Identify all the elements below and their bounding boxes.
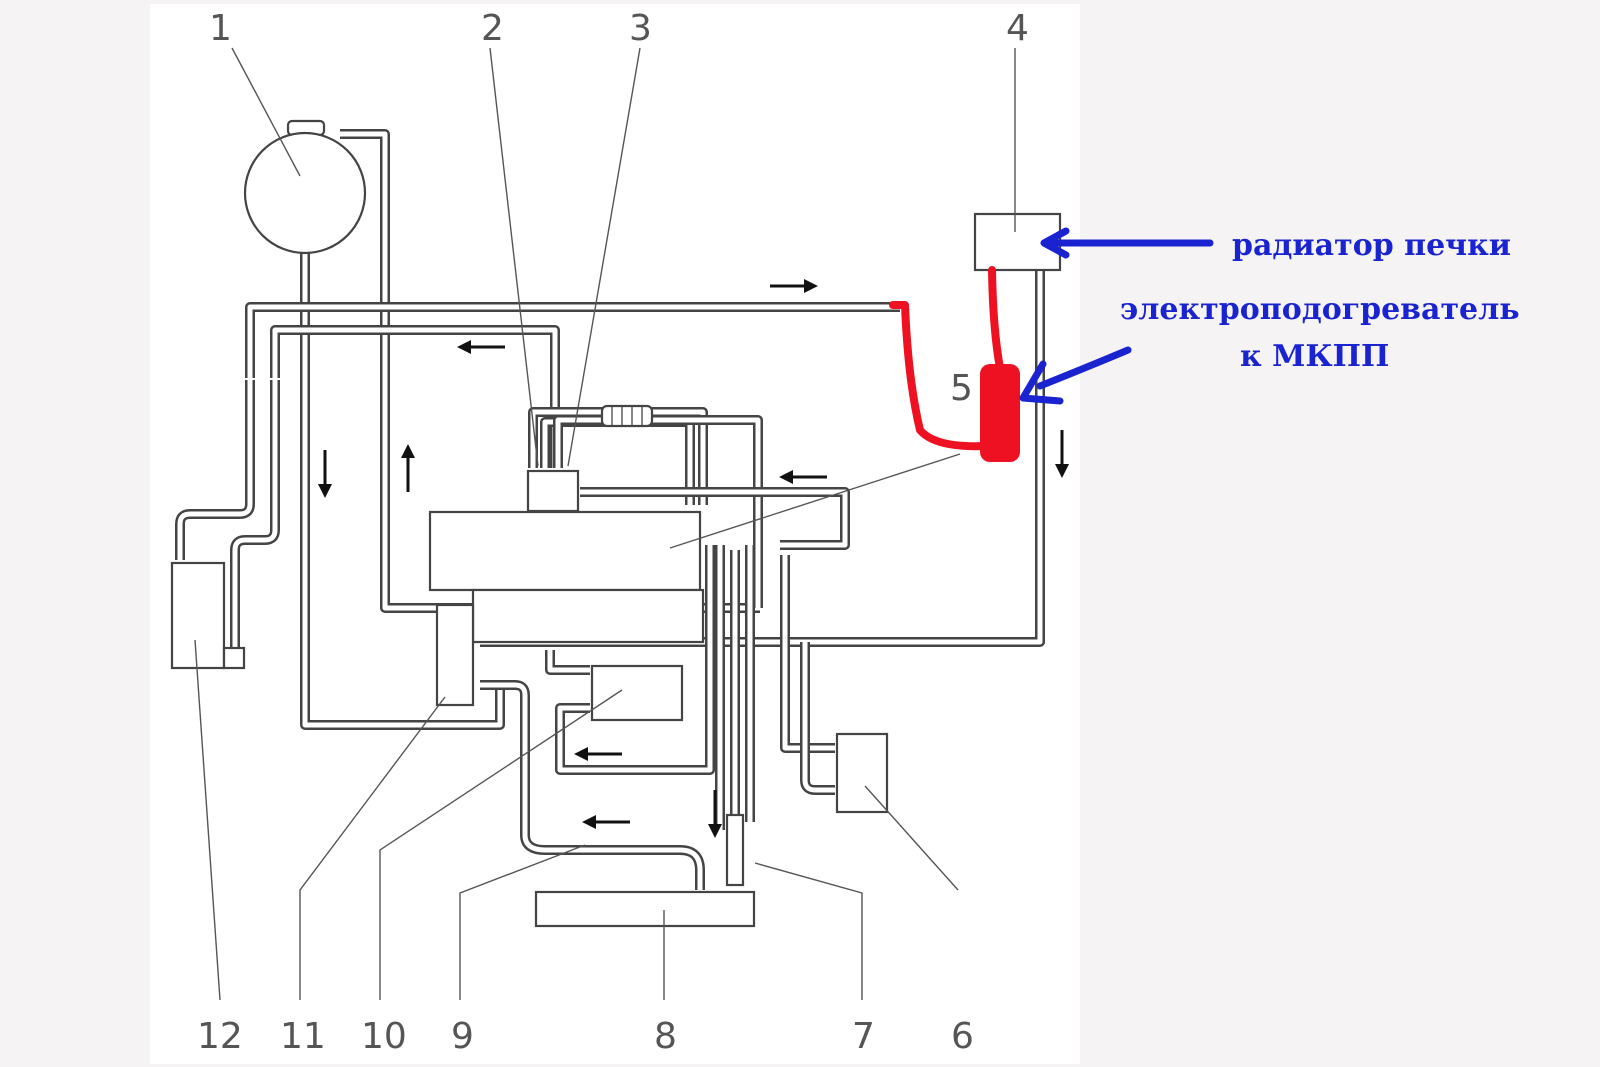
- flow-arrow-icon: [582, 815, 630, 829]
- part-number-2: 2: [481, 8, 504, 49]
- part-number-8: 8: [654, 1016, 677, 1057]
- hose-clamp: [600, 404, 654, 428]
- flow-arrow-icon: [770, 279, 818, 293]
- engine-lower: [471, 588, 705, 644]
- flow-arrow-icon: [708, 790, 722, 838]
- components: [170, 119, 1062, 928]
- label-to-gearbox: к МКПП: [1240, 339, 1389, 374]
- washer-reservoir: [170, 561, 226, 670]
- part-numbers: 1 2 3 4 5 6 7 8 9 10 11 12: [197, 8, 1029, 1057]
- engine-block: [428, 510, 702, 592]
- label-electric-preheater: электроподогреватель: [1120, 292, 1520, 327]
- reservoir-pump: [222, 646, 246, 670]
- main-radiator: [534, 890, 756, 928]
- part-number-12: 12: [197, 1016, 243, 1057]
- thermostat-housing: [526, 469, 580, 513]
- component-6: [835, 732, 889, 814]
- electric-preheater: [980, 364, 1020, 462]
- part-number-9: 9: [451, 1016, 474, 1057]
- electric-preheater-overlay: [889, 266, 1020, 462]
- part-number-7: 7: [852, 1016, 875, 1057]
- part-number-6: 6: [951, 1016, 974, 1057]
- label-heater-radiator: радиатор печки: [1232, 228, 1511, 263]
- coolant-pipes: [175, 129, 1045, 890]
- flow-arrow-icon: [1055, 430, 1069, 478]
- part-number-4: 4: [1006, 8, 1029, 49]
- part-number-1: 1: [209, 8, 232, 49]
- part-number-3: 3: [629, 8, 652, 49]
- drain-valve: [725, 813, 745, 887]
- flow-arrow-icon: [318, 450, 332, 498]
- preheater-outlet-hose: [988, 266, 1004, 372]
- flow-arrows: [318, 279, 1069, 838]
- part-number-11: 11: [280, 1016, 326, 1057]
- flow-arrow-icon: [457, 340, 505, 354]
- pointer-arrow-preheater: [1036, 346, 1132, 390]
- part-number-10: 10: [361, 1016, 407, 1057]
- flow-arrow-icon: [779, 470, 827, 484]
- flow-arrow-icon: [574, 747, 622, 761]
- water-pump: [435, 603, 475, 707]
- part-number-5: 5: [950, 368, 973, 409]
- preheater-inlet-hose: [889, 301, 989, 451]
- expansion-tank: [243, 131, 367, 255]
- annotations: радиатор печки электроподогреватель к МК…: [1019, 227, 1520, 405]
- leader-lines: [194, 47, 1016, 1001]
- component-10: [590, 664, 684, 722]
- flow-arrow-icon: [401, 444, 415, 492]
